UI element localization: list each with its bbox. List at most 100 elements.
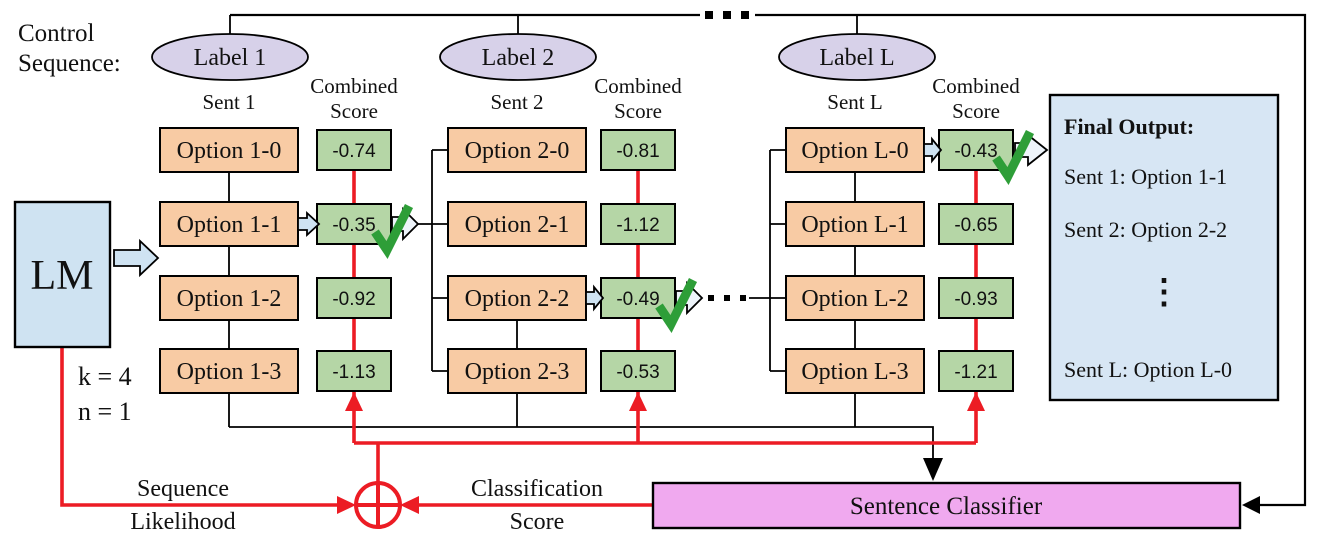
label-L-text: Label L (819, 45, 894, 71)
svg-text:-0.92: -0.92 (332, 289, 375, 310)
score-box-2-1 (600, 203, 676, 245)
top-rail-right (755, 13, 1307, 507)
svg-text:Option L-0: Option L-0 (801, 138, 908, 164)
final-output-box (1048, 93, 1280, 402)
svg-text:-1.21: -1.21 (954, 362, 997, 383)
arrow-into-classifier-top (923, 458, 943, 481)
svg-text:Option 1-0: Option 1-0 (177, 138, 282, 164)
colL-bracket (749, 149, 786, 372)
arrow-into-plus-right (400, 496, 419, 514)
sentence-classifier-label: Sentence Classifier (850, 493, 1043, 520)
final-output-vdots: ⋮ (1147, 274, 1181, 311)
svg-text:-0.81: -0.81 (616, 141, 659, 162)
checkmark-colL (992, 129, 1035, 185)
score-values: -0.74 -0.35 -0.92 -1.13 -0.81 -1.12 -0.4… (332, 141, 997, 383)
combined-header-col1: Combined (310, 74, 398, 98)
svg-text:-0.65: -0.65 (954, 215, 997, 236)
option-box-L-1 (785, 201, 925, 247)
label-L-ellipse (778, 33, 936, 81)
score-box-1-3 (316, 350, 392, 392)
svg-text:-0.53: -0.53 (616, 362, 659, 383)
option-box-2-1 (447, 201, 587, 247)
classification-score-line1: Classification (471, 476, 603, 502)
black-arrowheads (923, 458, 1260, 514)
svg-text:-0.74: -0.74 (332, 141, 376, 162)
svg-text:Option 1-1: Option 1-1 (177, 212, 282, 238)
svg-text:Option 1-3: Option 1-3 (177, 359, 282, 385)
label-1-text: Label 1 (194, 45, 267, 71)
checkmarks (371, 129, 1035, 333)
score-box-1-2 (316, 277, 392, 319)
continuation-dots-top (705, 11, 749, 19)
sent-header-colL: Sent L (827, 90, 882, 114)
combined-header-colL: Combined (932, 74, 1020, 98)
score-header-colL: Score (952, 99, 1000, 123)
control-sequence-line1: Control (18, 20, 94, 47)
n-param: n = 1 (78, 397, 132, 426)
svg-text:-0.49: -0.49 (616, 289, 659, 310)
bottom-rail (229, 426, 934, 460)
score-box-2-0 (600, 129, 676, 171)
option-box-1-2 (159, 275, 299, 321)
svg-text:Option 2-0: Option 2-0 (465, 138, 570, 164)
option-to-score-arrow-colL (923, 136, 943, 164)
svg-text:-0.35: -0.35 (332, 215, 375, 236)
option-boxes (159, 127, 925, 394)
k-param: k = 4 (78, 362, 132, 391)
feedback-loop (230, 13, 1307, 507)
plus-combiner-icon (354, 481, 402, 529)
sequence-likelihood-line1: Sequence (137, 476, 229, 502)
sequence-likelihood-line2: Likelihood (130, 509, 235, 535)
score-box-2-3 (600, 350, 676, 392)
svg-text:Option 2-3: Option 2-3 (465, 359, 570, 385)
score-box-L-1 (938, 203, 1014, 245)
option-to-score-arrow-col2 (585, 284, 605, 312)
score-box-1-0 (316, 129, 392, 171)
score-header-col1: Score (330, 99, 378, 123)
sent-header-col2: Sent 2 (490, 90, 543, 114)
classification-score-line2: Score (510, 509, 565, 535)
final-output-title: Final Output: (1064, 114, 1194, 139)
score-boxes (316, 129, 1014, 392)
sentence-classifier-box (651, 481, 1242, 530)
option-box-1-0 (159, 127, 299, 173)
arrow-up-col1 (345, 392, 363, 411)
option-box-2-0 (447, 127, 587, 173)
option-box-2-3 (447, 348, 587, 394)
score-box-L-2 (938, 277, 1014, 319)
final-output-line-1: Sent 1: Option 1-1 (1064, 164, 1227, 189)
score-box-L-3 (938, 350, 1014, 392)
label-2-text: Label 2 (482, 45, 555, 71)
svg-text:Option L-1: Option L-1 (801, 212, 908, 238)
lm-label: LM (31, 253, 94, 299)
option-box-L-2 (785, 275, 925, 321)
svg-text:-1.13: -1.13 (332, 362, 375, 383)
final-output-line-L: Sent L: Option L-0 (1064, 357, 1232, 382)
score-header-col2: Score (614, 99, 662, 123)
lm-likelihood-path (60, 347, 338, 507)
sent-header-col1: Sent 1 (202, 90, 255, 114)
col2-bracket (418, 149, 448, 372)
option-box-2-2 (447, 275, 587, 321)
final-output-line-2: Sent 2: Option 2-2 (1064, 217, 1227, 242)
arrow-into-classifier-right (1242, 496, 1260, 514)
svg-text:-0.93: -0.93 (954, 289, 997, 310)
continuation-dots-middle (708, 295, 746, 301)
blue-block-arrows (113, 136, 943, 312)
lm-box (13, 200, 112, 349)
arrow-up-colL (967, 392, 985, 411)
label-1-ellipse (151, 33, 309, 81)
option-box-1-3 (159, 348, 299, 394)
option-to-score-arrow-col1 (297, 210, 321, 238)
control-sequence-line2: Sequence: (18, 50, 121, 77)
combined-header-col2: Combined (594, 74, 682, 98)
svg-text:-1.12: -1.12 (616, 215, 659, 236)
checkmark-col1 (371, 203, 414, 259)
arrow-up-col2 (629, 392, 647, 411)
label-2-ellipse (439, 33, 597, 81)
arrow-into-plus-left (337, 496, 356, 514)
svg-text:Option L-3: Option L-3 (801, 359, 908, 385)
svg-text:-0.43: -0.43 (954, 141, 997, 162)
